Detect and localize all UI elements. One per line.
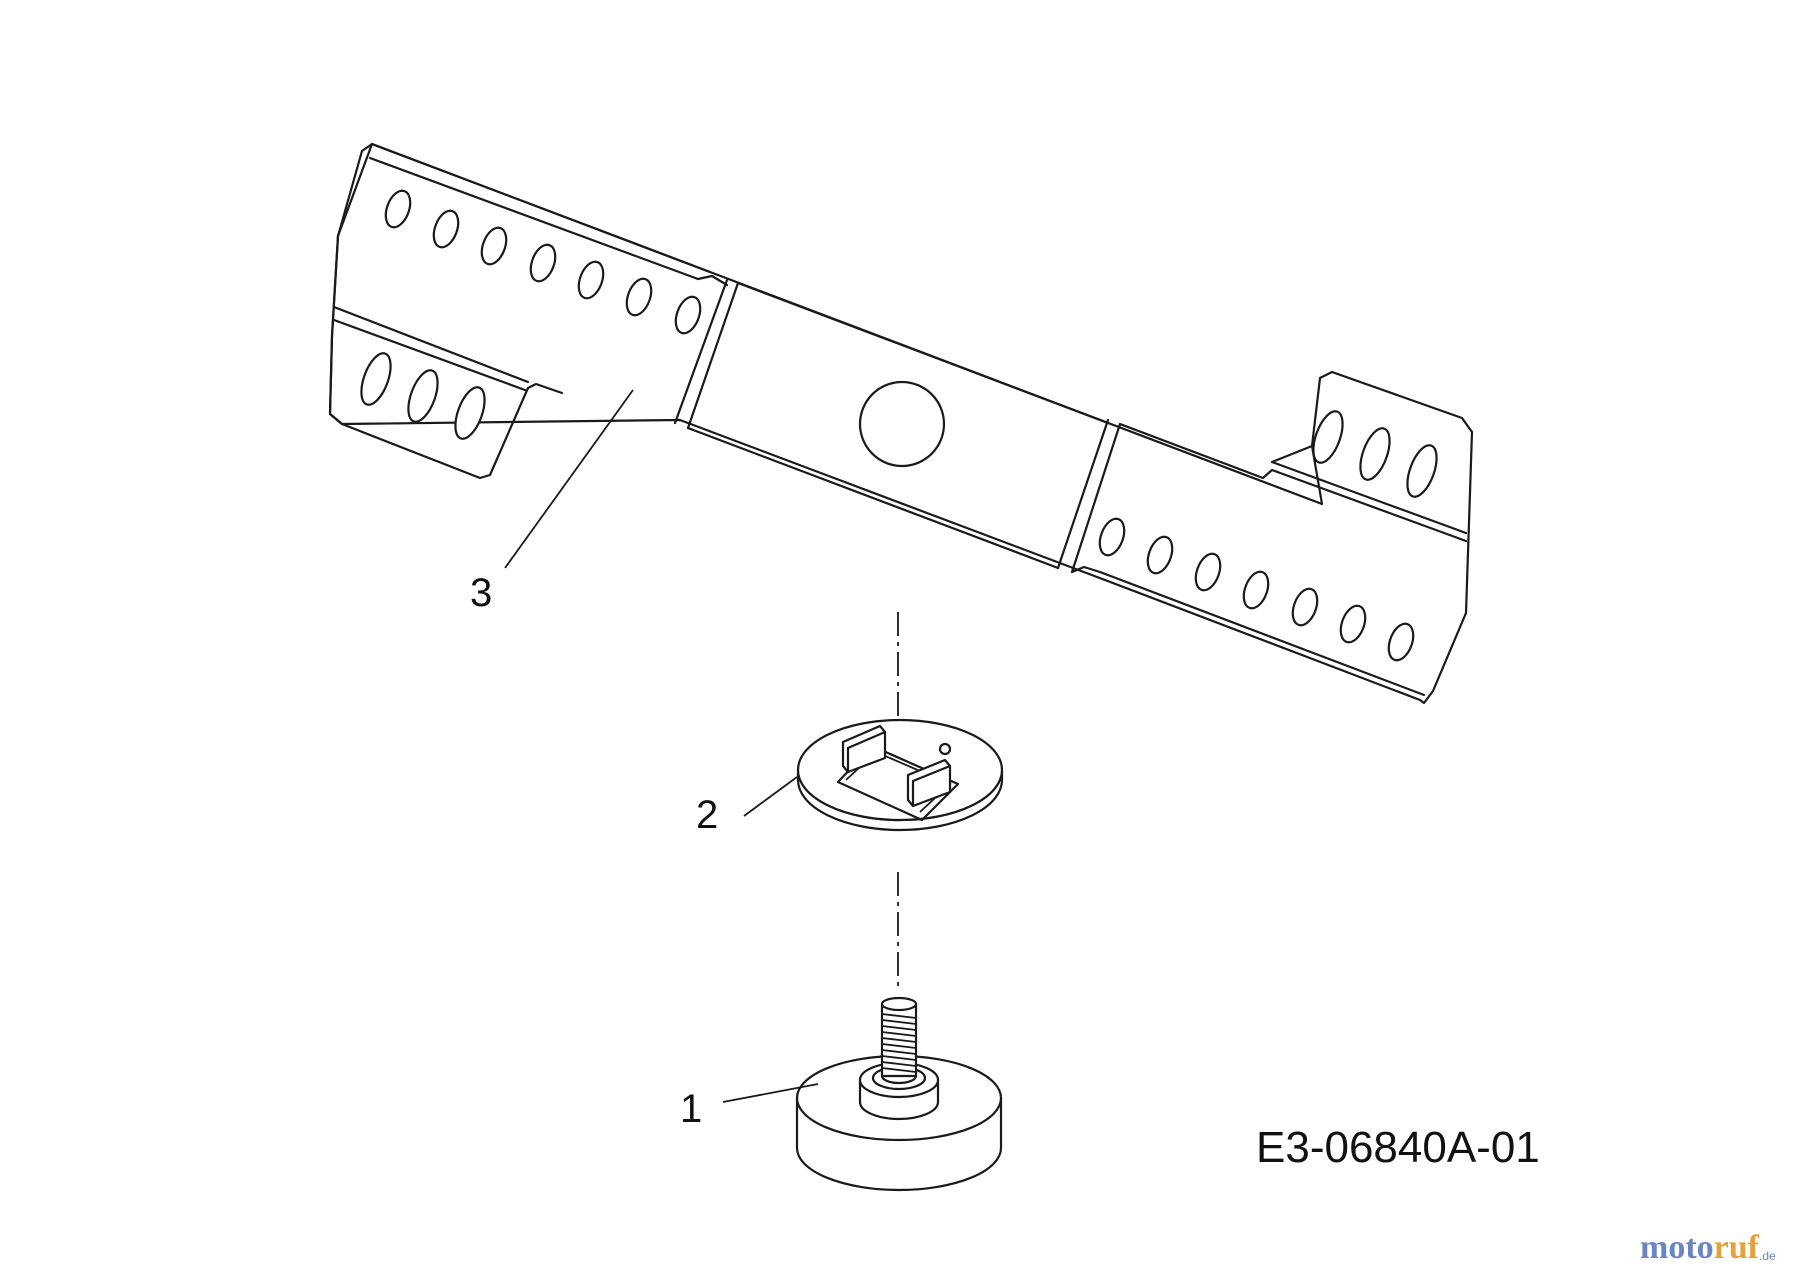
- blade-part[interactable]: [328, 142, 1474, 705]
- stud-threads: [881, 1013, 917, 1073]
- blade-slots-lower-left: [360, 352, 486, 440]
- svg-text:motoruf.de: motoruf.de: [1640, 1229, 1776, 1266]
- blade-left-plane: [328, 142, 564, 480]
- drawing-reference-code: E3-06840A-01: [1256, 1123, 1540, 1172]
- washer-pin-hole: [938, 742, 952, 756]
- blade-center-top-edge: [736, 281, 1110, 425]
- adapter-bolt-part[interactable]: [795, 996, 1003, 1192]
- washer-tab-right: [906, 758, 952, 808]
- callout-2[interactable]: 2: [696, 776, 798, 837]
- callout-1-number: 1: [680, 1087, 702, 1131]
- blade-right-bend: [1056, 418, 1122, 574]
- callout-3[interactable]: 3: [470, 389, 634, 615]
- blade-slots-lower-right: [1098, 517, 1415, 662]
- callout-3-number: 3: [470, 571, 492, 615]
- callout-1[interactable]: 1: [680, 1083, 819, 1131]
- blade-left-bend: [673, 278, 740, 430]
- watermark-logo: motoruf.de: [1640, 1229, 1776, 1266]
- washer-part[interactable]: [796, 718, 1004, 832]
- callout-2-number: 2: [696, 793, 718, 837]
- blade-center-hole: [858, 380, 946, 468]
- blade-left-crease: [332, 305, 530, 384]
- washer-disc: [796, 718, 1004, 822]
- blade-slots-upper-right: [1312, 410, 1438, 498]
- blade-center-bottom-edge: [686, 426, 1060, 570]
- blade-slots-upper-left: [384, 189, 702, 335]
